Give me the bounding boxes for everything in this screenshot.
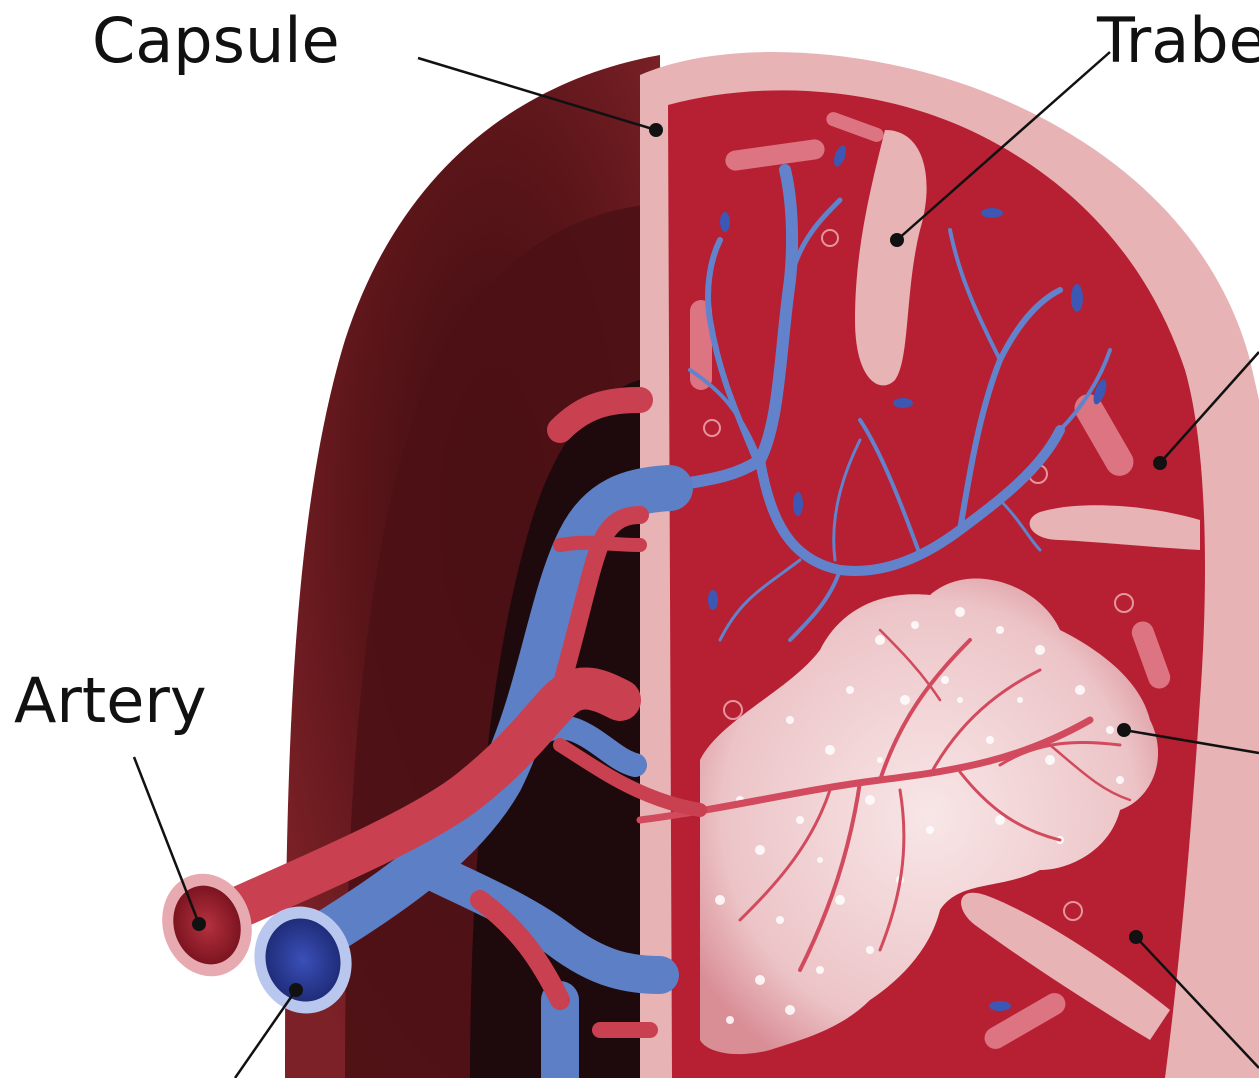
label-trabeculae: Trabe <box>1097 10 1259 72</box>
label-artery: Artery <box>14 670 207 732</box>
label-capsule: Capsule <box>92 10 340 72</box>
